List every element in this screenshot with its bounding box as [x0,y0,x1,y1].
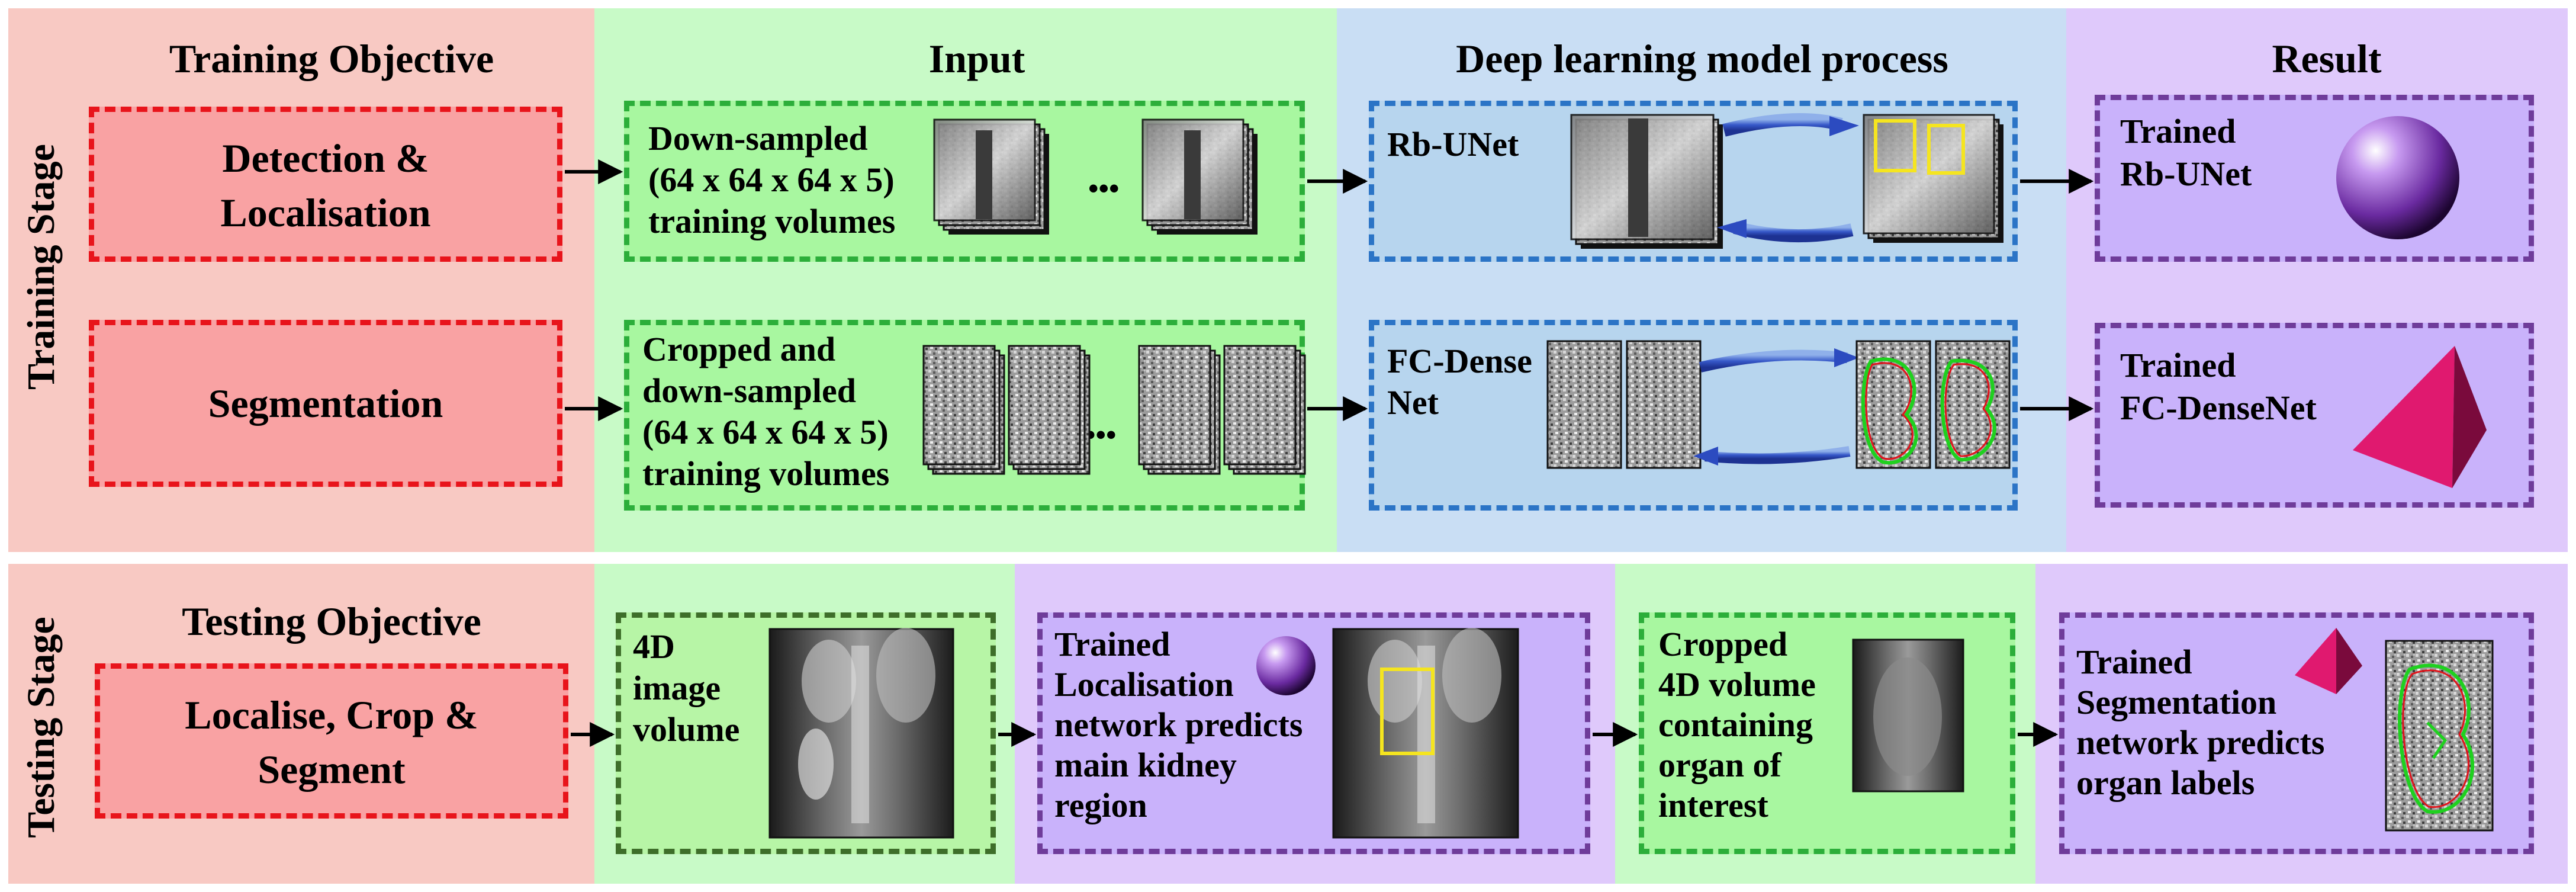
segmentation-text: Segmentation [208,381,443,426]
result-header: Result [2272,36,2382,81]
purple-sphere-icon [2336,116,2459,239]
trained-fc-densenet-line2: FC-DenseNet [2120,389,2317,427]
process-header: Deep learning model process [1456,36,1948,81]
row1-ellipsis: ••• [1088,172,1120,205]
localisation-line5: region [1054,786,1147,824]
localisation-line2: Localisation [1054,665,1234,704]
left-kidney-bbox [1874,119,1916,172]
row1-volume-stack-last [1141,118,1258,235]
segmentation-objective-box: Segmentation [89,320,562,487]
cropped-line5: interest [1658,786,1768,824]
row2-input-line2: down-sampled [642,371,856,410]
test-input-line1: 4D [633,627,675,666]
row2-input-line3: (64 x 64 x 64 x 5) [642,413,889,451]
trained-rb-unet-line2: Rb-UNet [2120,155,2252,193]
fc-densenet-label-line2: Net [1387,383,1439,422]
cropped-line4: organ of [1658,746,1781,784]
segmentation-pyramid-icon [2295,628,2362,694]
detection-localisation-box: Detection & Localisation [89,107,562,262]
fc-densenet-process-graphic [1546,340,2011,469]
testing-objective-line2: Segment [258,747,406,792]
row2-input-line4: training volumes [642,454,890,493]
right-kidney-bbox [1927,124,1965,175]
training-objective-header: Training Objective [169,36,494,81]
segmented-kidney-image [2385,640,2494,832]
localisation-sphere-icon [1256,636,1316,695]
cropped-line3: containing [1658,705,1813,744]
kidney-region-bbox [1380,668,1435,755]
trained-rb-unet-line1: Trained [2120,112,2236,150]
test-input-line2: image [633,669,721,707]
localise-crop-segment-box: Localise, Crop & Segment [95,663,568,819]
segmentation-line3: network predicts [2076,723,2325,762]
fc-densenet-label-line1: FC-Dense [1387,342,1532,380]
segmentation-line1: Trained [2076,643,2192,681]
row1-input-line1: Down-sampled [648,119,868,158]
cropped-kidney-image [1852,638,1964,792]
cropped-line1: Cropped [1658,625,1788,663]
detection-text-line2: Localisation [220,190,431,235]
testing-objective-line1: Localise, Crop & [185,692,478,737]
row1-volume-stack-first [933,118,1049,235]
input-header: Input [928,36,1025,81]
trained-rb-unet-box: Trained Rb-UNet [2095,95,2534,262]
localisation-mri-image [1332,628,1519,839]
localisation-line3: network predicts [1054,705,1303,744]
segmentation-line4: organ labels [2076,763,2255,802]
rb-unet-label: Rb-UNet [1387,125,1519,163]
detection-text-line1: Detection & [222,136,429,181]
pink-pyramid-icon [2353,346,2487,488]
localisation-line1: Trained [1054,625,1170,663]
trained-fc-densenet-line1: Trained [2120,346,2236,384]
row2-input-line1: Cropped and [642,330,836,368]
testing-objective-header: Testing Objective [182,599,481,644]
row2-crop-stacks [922,345,1306,475]
row1-input-line3: training volumes [648,202,896,240]
segmentation-line2: Segmentation [2076,683,2277,721]
rb-unet-process-graphic [1570,113,2003,249]
cropped-line2: 4D volume [1658,665,1816,704]
test-mri-image [768,628,954,839]
test-input-line3: volume [633,710,740,749]
row1-input-line2: (64 x 64 x 64 x 5) [648,161,895,199]
localisation-line4: main kidney [1054,746,1237,784]
row2-ellipsis: ••• [1085,418,1117,451]
